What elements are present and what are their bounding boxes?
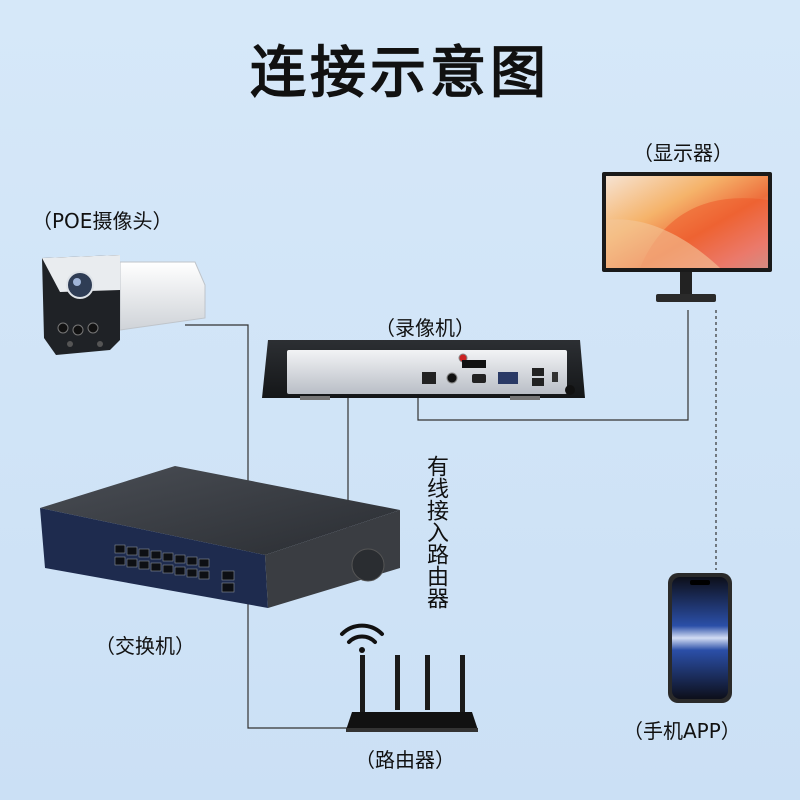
poe-switch-device xyxy=(40,466,400,608)
label-wired-note: 有线接入路由器 xyxy=(423,455,448,609)
label-camera: （POE摄像头） xyxy=(32,209,173,233)
poe-camera-device xyxy=(42,255,206,355)
wifi-icon xyxy=(340,623,384,653)
label-router: （路由器） xyxy=(355,748,455,772)
switch-to-router-line xyxy=(247,660,352,729)
label-phone: （手机APP） xyxy=(623,719,741,743)
phone-device xyxy=(668,573,732,703)
label-switch: （交换机） xyxy=(95,634,195,658)
label-monitor: （显示器） xyxy=(633,141,733,165)
nvr-to-monitor-line xyxy=(417,310,689,421)
router-device xyxy=(346,655,478,732)
nvr-device xyxy=(262,340,585,400)
monitor-device xyxy=(602,172,772,302)
diagram-title: 连接示意图 xyxy=(250,41,550,106)
label-nvr: （录像机） xyxy=(375,316,475,340)
